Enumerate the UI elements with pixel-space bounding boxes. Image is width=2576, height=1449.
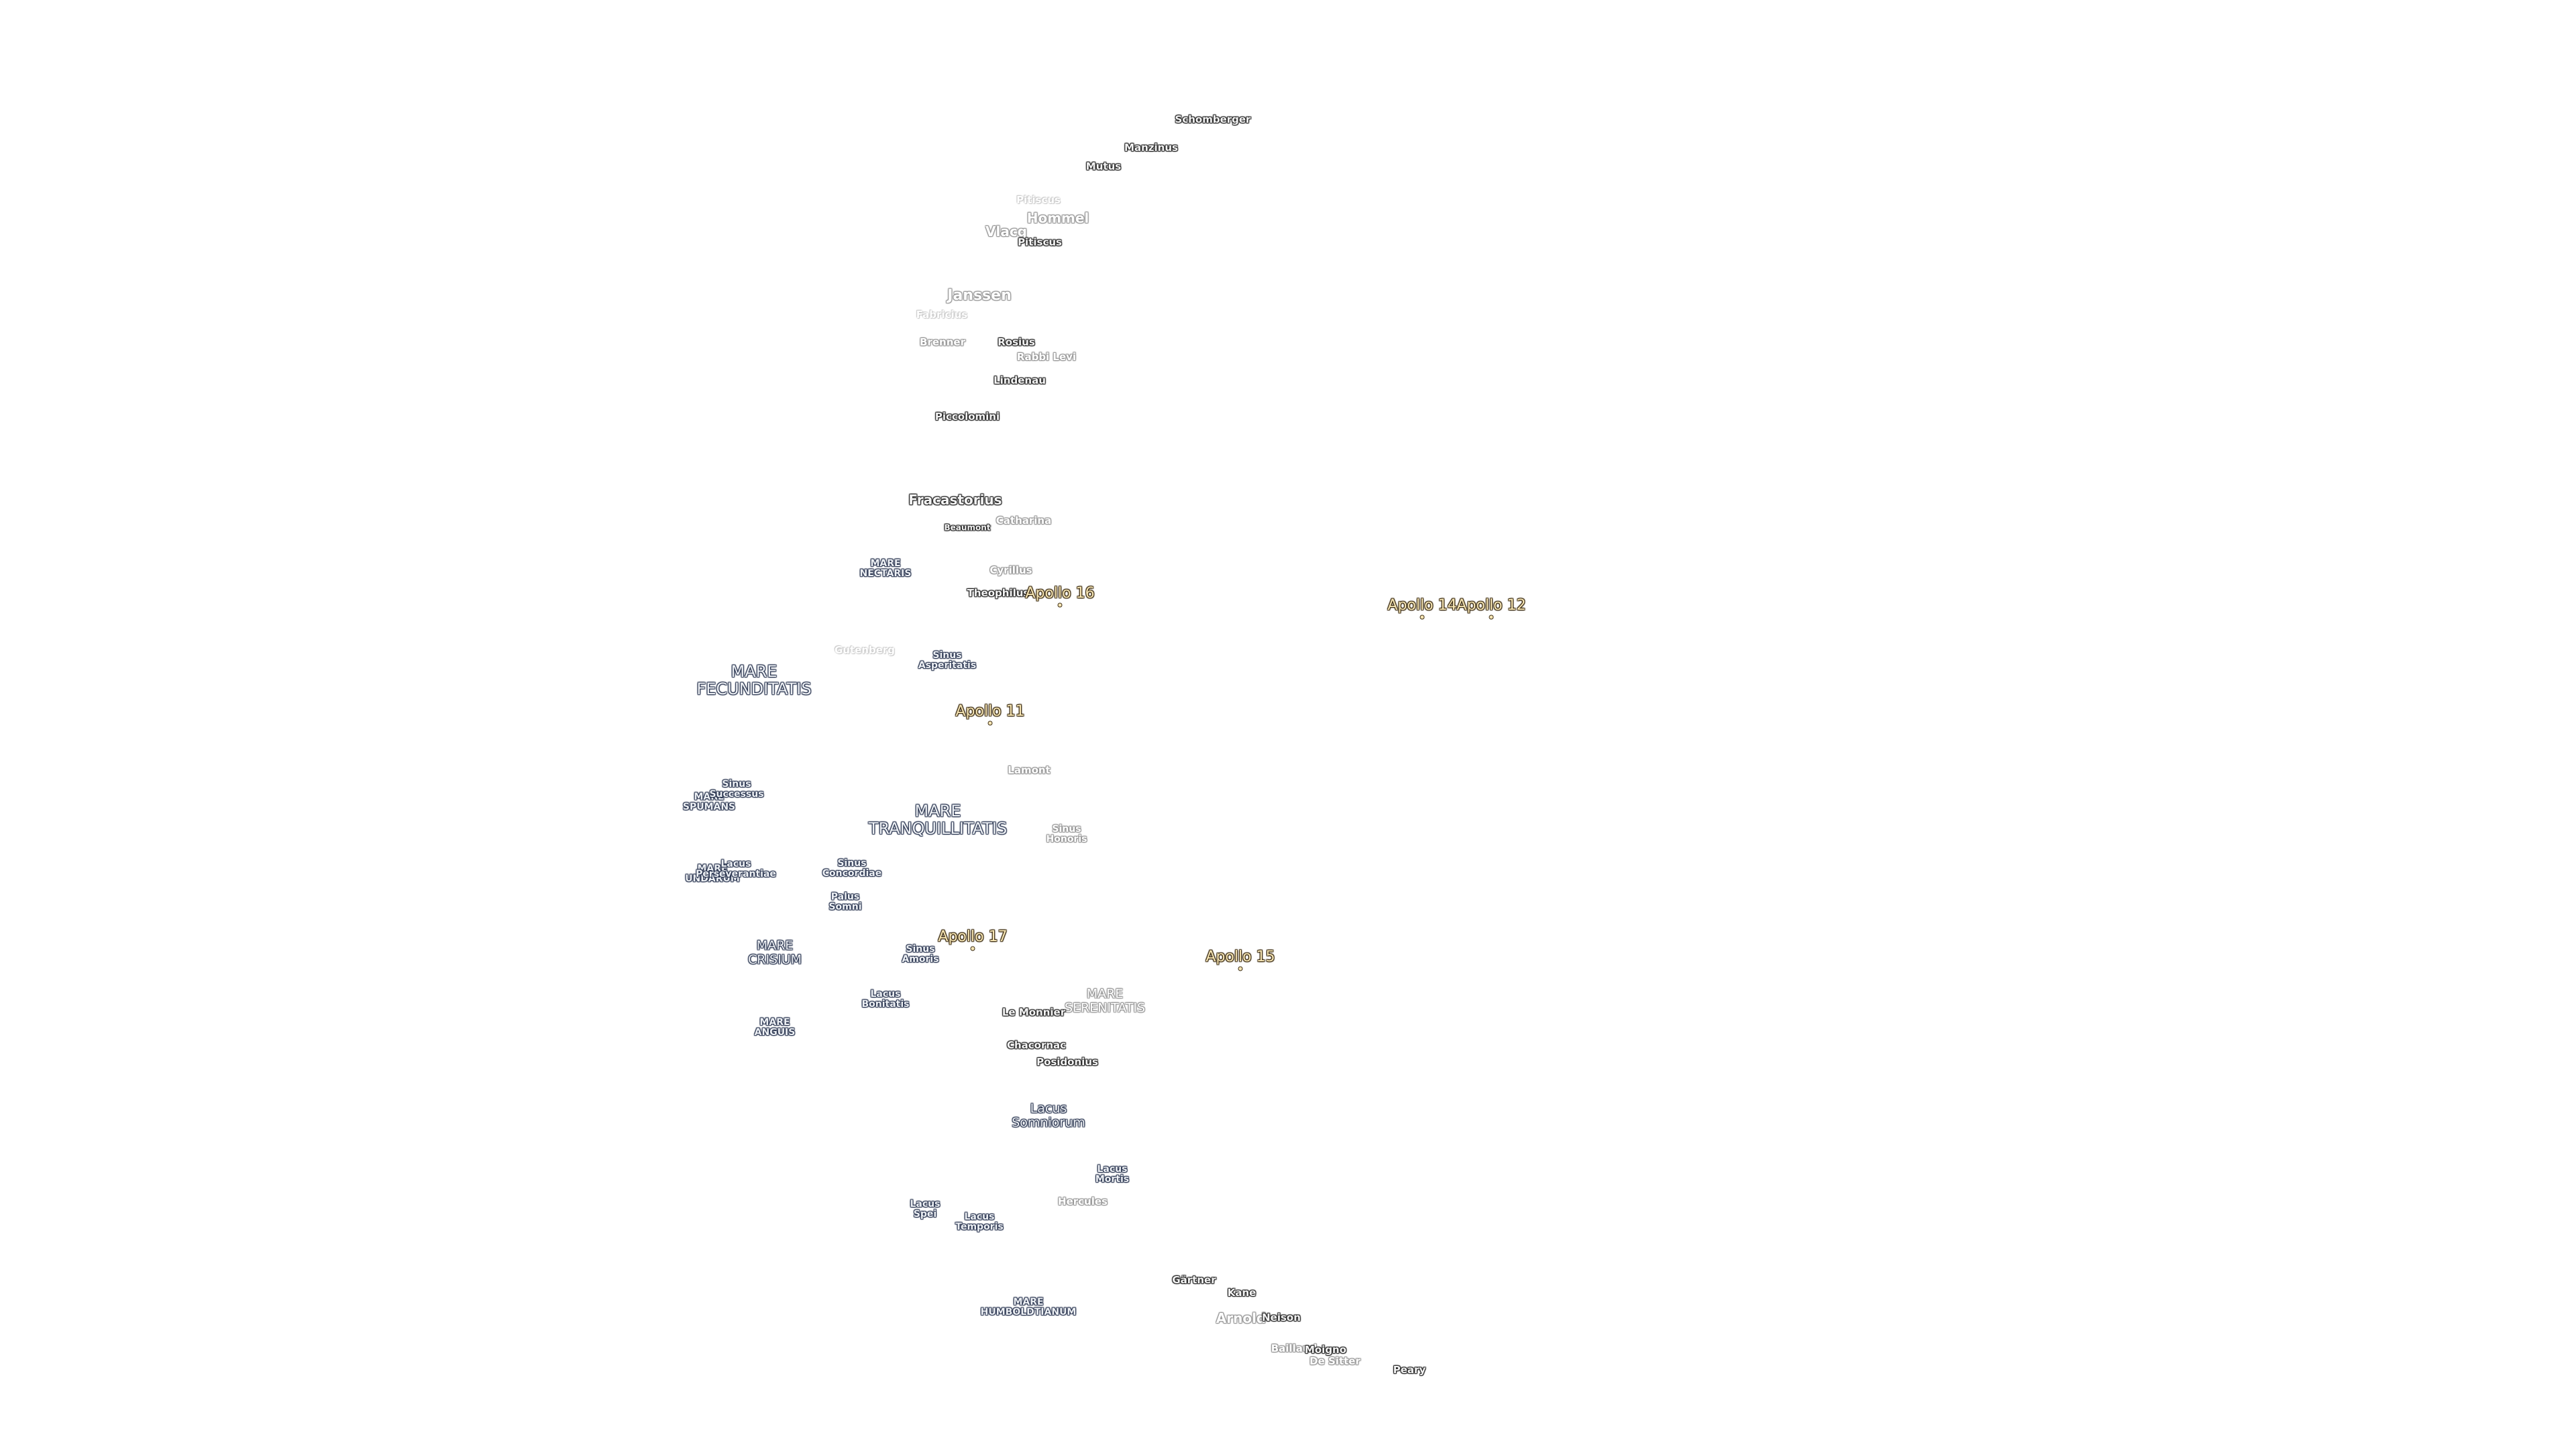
mutus-label: Mutus [1085,160,1122,172]
beaumont-label: Beaumont [944,523,991,533]
janssen-label: Janssen [947,287,1012,305]
apollo-15-label[interactable]: Apollo 15 [1205,949,1275,966]
le-monnier-label: Le Monnier [1002,1006,1066,1018]
theophilus-label: Theophilus [967,586,1030,599]
apollo-15-marker-icon[interactable] [1238,967,1242,971]
apollo-14-marker-icon[interactable] [1420,615,1424,619]
gartner-label: Gärtner [1172,1273,1216,1286]
catharina-label: Catharina [996,514,1052,527]
piccolomini-label: Piccolomini [934,410,1000,423]
apollo-12-label[interactable]: Apollo 12 [1456,597,1526,614]
hercules-label: Hercules [1058,1195,1108,1208]
arnold-label: Arnold [1216,1310,1267,1327]
schomberger-label: Schomberger [1175,113,1251,125]
apollo-12-marker-icon[interactable] [1489,615,1493,619]
cyrillus-label: Cyrillus [989,564,1032,576]
peary-label: Peary [1393,1363,1426,1376]
neison-label: Neison [1262,1311,1301,1324]
pitiscus-2-label: Pitiscus [1018,235,1062,248]
lindenau-label: Lindenau [994,374,1046,386]
brenner-label: Brenner [920,335,965,348]
chacornac-label: Chacornac [1006,1038,1067,1051]
apollo-16-marker-icon[interactable] [1058,603,1062,607]
baillaud-label: Baillaud [1271,1342,1318,1354]
apollo-16-label[interactable]: Apollo 16 [1025,585,1095,602]
apollo-14-label[interactable]: Apollo 14 [1387,597,1457,614]
apollo-17-marker-icon[interactable] [971,947,975,951]
apollo-17-label[interactable]: Apollo 17 [938,928,1008,946]
fabricius-label: Fabricius [916,308,968,321]
apollo-11-marker-icon[interactable] [988,721,992,725]
rabbi-levi-label: Rabbi Levi [1016,350,1077,363]
lamont-label: Lamont [1008,763,1051,776]
hommel-label: Hommel [1026,210,1089,227]
vlacq-label: Vlacq [985,223,1028,240]
posidonius-label: Posidonius [1036,1055,1098,1068]
de-sitter-label: De Sitter [1309,1354,1360,1367]
apollo-11-label[interactable]: Apollo 11 [955,703,1025,720]
kane-label: Kane [1227,1286,1256,1299]
moigno-label: Moigno [1304,1343,1347,1356]
manzinus-label: Manzinus [1124,141,1178,154]
gutenberg-label: Gutenberg [834,643,896,656]
rosius-label: Rosius [998,335,1035,348]
pitiscus-label: Pitiscus [1016,193,1061,206]
fracastorius-label: Fracastorius [908,492,1002,508]
